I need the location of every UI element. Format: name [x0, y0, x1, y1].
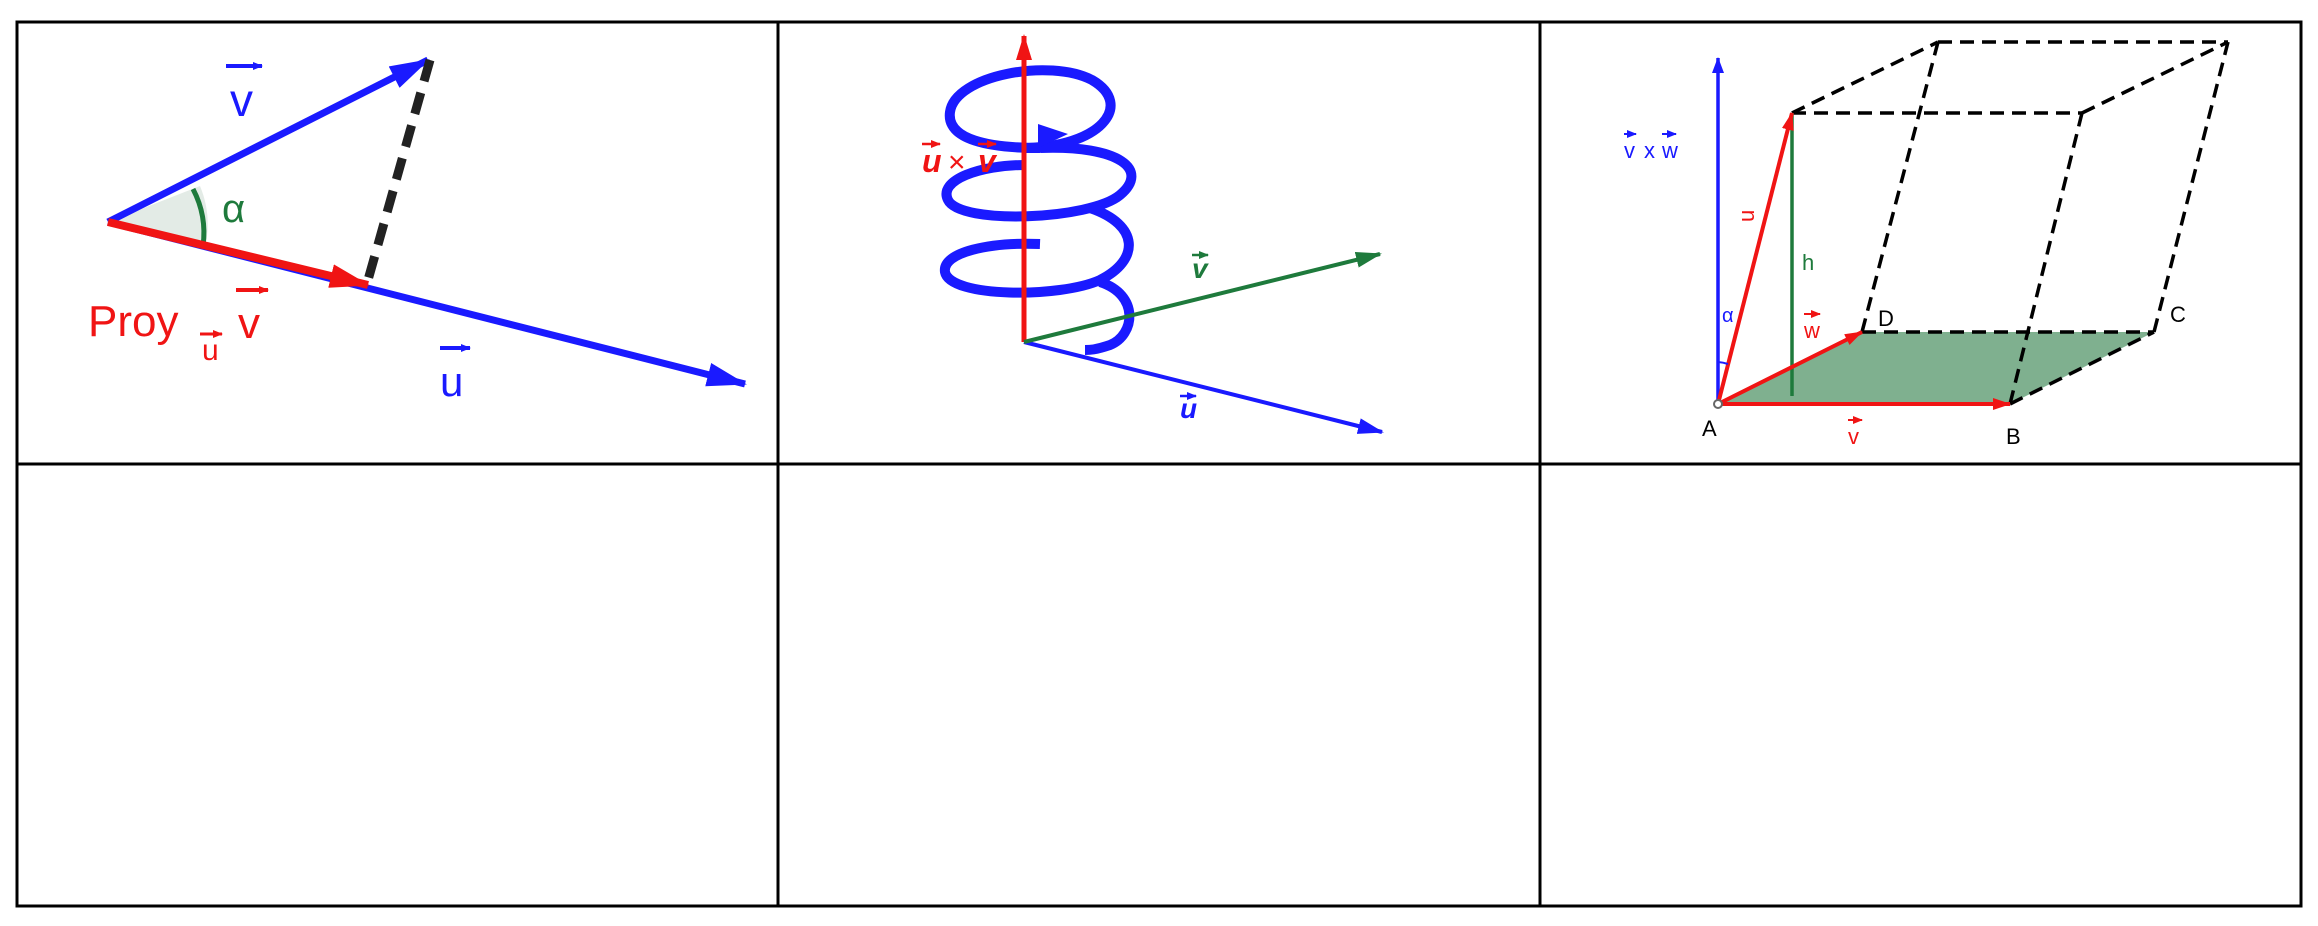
label-cross-u: u [922, 143, 942, 179]
dashed-edges [1791, 40, 2230, 406]
label-vxw-x: x [1644, 138, 1655, 163]
label-u: u [1734, 210, 1759, 222]
label-cross-v: v [978, 143, 998, 179]
label-point-b: B [2006, 424, 2021, 449]
label-vxw-w: w [1661, 138, 1678, 163]
label-u: u [1180, 393, 1197, 424]
parallelepiped-diagram: v x w u α h w v A B C D [1624, 40, 2230, 449]
dashed-perpendicular [363, 58, 435, 282]
base-parallelogram [1718, 332, 2154, 404]
vector-u [1023, 340, 1384, 434]
angle-wedge [108, 186, 208, 247]
label-proy: Proy [88, 297, 178, 346]
vector-w [1717, 330, 1863, 406]
vector-u [1716, 112, 1794, 405]
label-point-a: A [1702, 416, 1717, 441]
label-point-c: C [2170, 302, 2186, 327]
label-v: v [230, 74, 253, 126]
vector-v [1023, 251, 1382, 344]
label-u: u [440, 358, 463, 405]
helix [940, 65, 1137, 355]
label-proy-v: v [238, 299, 260, 348]
label-proy-sub: u [202, 334, 219, 367]
angle-arc [1717, 361, 1729, 365]
projection-diagram: v α Proy u v u [88, 56, 747, 405]
helix-arrowhead [1038, 124, 1068, 148]
label-v: v [1192, 253, 1209, 284]
point-a [1713, 399, 1723, 409]
label-alpha: α [1722, 305, 1734, 327]
label-h: h [1802, 250, 1814, 275]
label-point-d: D [1878, 306, 1894, 331]
table-borders [15, 20, 2303, 908]
vector-v [106, 56, 430, 226]
label-v: v [1848, 424, 1859, 449]
label-w: w [1803, 318, 1820, 343]
cross-product-diagram: u × v v u [922, 34, 1384, 434]
label-vxw-v: v [1624, 138, 1635, 163]
projection-vector [107, 218, 370, 289]
label-alpha: α [222, 187, 245, 231]
label-cross-x: × [948, 146, 966, 179]
